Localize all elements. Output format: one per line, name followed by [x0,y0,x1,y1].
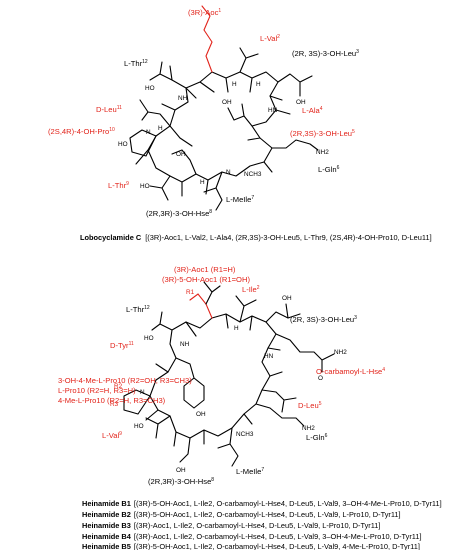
hse-nh-atom: H [200,179,205,186]
ala-side-chain-a [275,109,291,115]
leu5-label-b: D-Leu5 [298,401,322,410]
pro-n-atom: N [146,129,151,136]
thr9-side-chain-a [149,175,171,201]
r2-atom: R2 [114,383,123,390]
ile-nh-atom: H [234,325,239,332]
hse4-side-chain-b [275,333,335,373]
thr12-side-chain-b [151,311,173,331]
ohleu5-label-a: (2R,3S)-3-OH-Leu5 [290,129,355,138]
pro-label-b2: L-Pro10 (R2=H, R3=H) [58,386,136,395]
ohleu3-oh-atom-b: OH [282,295,292,302]
meile-side-chain-b [217,427,239,467]
heinamide-b4-caption: Heinamide B4[(3R)-Aoc1, L-Ile2, O-carbam… [82,532,422,541]
hse8-side-chain-b [179,437,191,463]
leu11-nh-atom: H [158,125,163,132]
ohleu3-nh-atom: H [256,81,261,88]
carbonyls-b [145,313,283,447]
gln-nh2-atom: NH2 [316,149,329,156]
gln-side-chain-a [271,139,319,151]
pro-oh-atom: HO [118,141,128,148]
ohpro-label-a: (2S,4R)-4-OH-Pro10 [48,127,115,136]
ala-hn-atom: HN [268,107,278,114]
tyr-side-chain-b [175,357,205,409]
tyr-label-b: D-Tyr11 [110,341,134,350]
ohleu5-side-chain-a [227,103,253,127]
hse4-hn-atom: HN [264,353,274,360]
gln-label-b: L-Gln6 [306,433,328,442]
hse-oh-atom: OH [176,151,186,158]
meile-label-b: L-MeIle7 [236,467,264,476]
pro-ring-a [129,129,157,157]
meile-n-atom: N [226,169,231,176]
lobocyclamide-c-structure: HO NH H H OH HN OH NH2 NCH3 N OH H HO HO… [48,5,359,218]
gln-side-chain-b [255,403,305,427]
hse-side-chain-a [171,149,197,175]
aoc-side-chain-a [201,5,213,73]
lobocyclamide-c-name: Lobocyclamide C [80,233,142,242]
ohleu5-oh-atom: OH [222,99,232,106]
macrocycle-backbone-b [149,313,277,439]
r3-atom: R3 [110,401,119,408]
thr12-label-a: L-Thr12 [124,59,148,68]
gln-nh2-atom-b: NH2 [302,425,315,432]
leu11-side-chain-a [139,99,171,127]
lobocyclamide-c-sequence: [(3R)-Aoc1, L-Val2, L-Ala4, (2R,3S)-3-OH… [145,233,431,242]
heinamide-captions: Heinamide B1[(3R)-5-OH-Aoc1, L-Ile2, O-c… [82,499,442,550]
heinamide-b1-caption: Heinamide B1[(3R)-5-OH-Aoc1, L-Ile2, O-c… [82,499,442,508]
ohleu3-side-chain-a [277,73,313,97]
val9-label-b: L-Val9 [102,431,122,440]
carbamoyl-o-atom: O [318,375,323,382]
val-label-a: L-Val2 [260,34,280,43]
thr12-oh-atom-b: HO [144,335,154,342]
hse4-label-b: O-carbamoyl-L-Hse4 [316,367,385,376]
val9-side-chain-b [145,415,171,439]
thr12-label-b: L-Thr12 [126,305,150,314]
thr12-oh-atom: HO [145,85,155,92]
meile-nch3-atom: NCH3 [244,171,262,178]
hse8-oh-atom: OH [176,467,186,474]
ile-label-b: L-Ile2 [242,285,260,294]
aoc-label-a: (3R)-Aoc1 [188,8,221,17]
leu5-side-chain-b [261,389,297,413]
carbamoyl-nh2-atom: NH2 [334,349,347,356]
aoc-side-chain-b [189,293,213,319]
heinamide-b5-caption: Heinamide B5[(3R)-5-OH-Aoc1, L-Ile2, O-c… [82,542,420,550]
pro-label-b3: 4-Me-L-Pro10 (R2=H, R3=CH3) [58,396,166,405]
thr12-nh-atom-b: NH [180,341,190,348]
pro-ring-b [123,389,151,415]
thr9-label-a: L-Thr9 [108,181,129,190]
meile-nch3-atom-b: NCH3 [236,431,254,438]
tyr-oh-atom: OH [196,411,206,418]
thr12-side-chain-a [149,61,173,81]
ile-side-chain-b [235,295,257,323]
aoc-label-b1: (3R)-Aoc1 (R1=H) [174,265,236,274]
val-side-chain-a [239,47,259,73]
carbonyls-a [135,77,283,197]
ohleu3-label-a: (2R, 3S)-3-OH-Leu3 [292,49,359,58]
val-nh-atom: H [232,81,237,88]
ohleu3-label-b: (2R, 3S)-3-OH-Leu3 [290,315,357,324]
thr9-oh-atom: HO [140,183,150,190]
leu11-label-a: D-Leu11 [96,105,122,114]
heinamide-structure: R1 HO NH H OH HN O NH2 OH NH2 NCH3 OH HO… [58,265,385,486]
ohleu3-side-chain-b [265,303,301,323]
thr12-nh-atom: NH [178,95,188,102]
pro-label-b1: 3-OH-4-Me-L-Pro10 (R2=OH, R3=CH3) [58,376,192,385]
lobocyclamide-c-caption: Lobocyclamide C[(3R)-Aoc1, L-Val2, L-Ala… [80,233,432,242]
aoc-tail-b [203,281,221,305]
hse8-label-b: (2R,3R)-3-OH-Hse8 [148,477,214,486]
pro-n-atom-b: N [140,389,145,396]
aoc-label-b2: (3R)-5-OH-Aoc1 (R1=OH) [162,275,250,284]
heinamide-b2-caption: Heinamide B2[(3R)-5-OH-Aoc1, L-Ile2, O-c… [82,510,401,519]
ohleu3-oh-atom: OH [296,99,306,106]
val9-ho-atom: HO [134,423,144,430]
r1-atom: R1 [186,289,195,296]
heinamide-b3-caption: Heinamide B3[(3R)-Aoc1, L-Ile2, O-carbam… [82,521,380,530]
hse-label-a: (2R,3R)-3-OH-Hse8 [146,209,212,218]
gln-label-a: L-Gln6 [318,165,340,174]
meile-label-a: L-MeIle7 [226,195,254,204]
ala-label-a: L-Ala4 [302,106,323,115]
